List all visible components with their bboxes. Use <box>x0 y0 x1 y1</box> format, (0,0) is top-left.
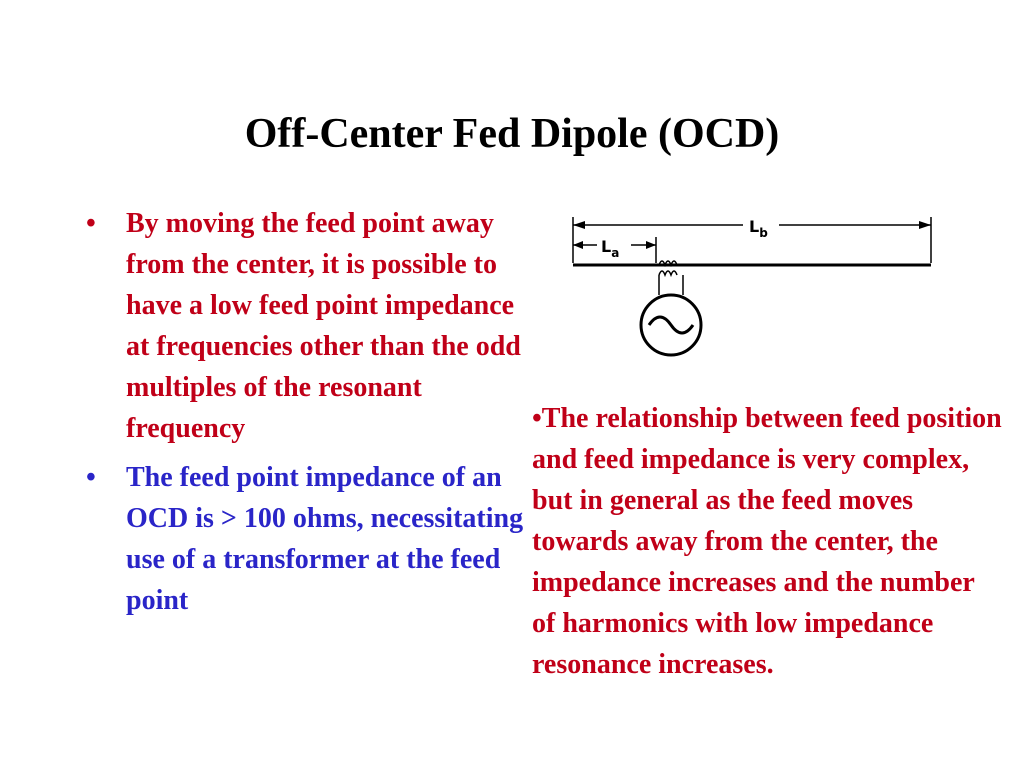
ac-source-icon <box>639 293 703 357</box>
bullet-item-feed-point: • By moving the feed point away from the… <box>86 203 526 449</box>
bullet-text: The feed point impedance of an OCD is > … <box>126 462 524 616</box>
slide-title: Off-Center Fed Dipole (OCD) <box>244 111 780 157</box>
ocd-dipole-diagram: Lb La <box>572 217 932 357</box>
bullet-list: • By moving the feed point away from the… <box>86 203 526 629</box>
transformer-icon <box>658 260 684 295</box>
bullet-marker: • <box>86 462 96 493</box>
bullet-text: By moving the feed point away from the c… <box>126 208 521 444</box>
bullet-marker: • <box>86 208 96 239</box>
relationship-note: •The relationship between feed position … <box>532 403 1002 680</box>
label-lb: Lb <box>749 217 768 240</box>
bullet-item-impedance: • The feed point impedance of an OCD is … <box>86 457 526 621</box>
label-la: La <box>601 237 619 260</box>
dimension-la: La <box>573 237 657 263</box>
dimension-lb: Lb <box>572 217 932 263</box>
